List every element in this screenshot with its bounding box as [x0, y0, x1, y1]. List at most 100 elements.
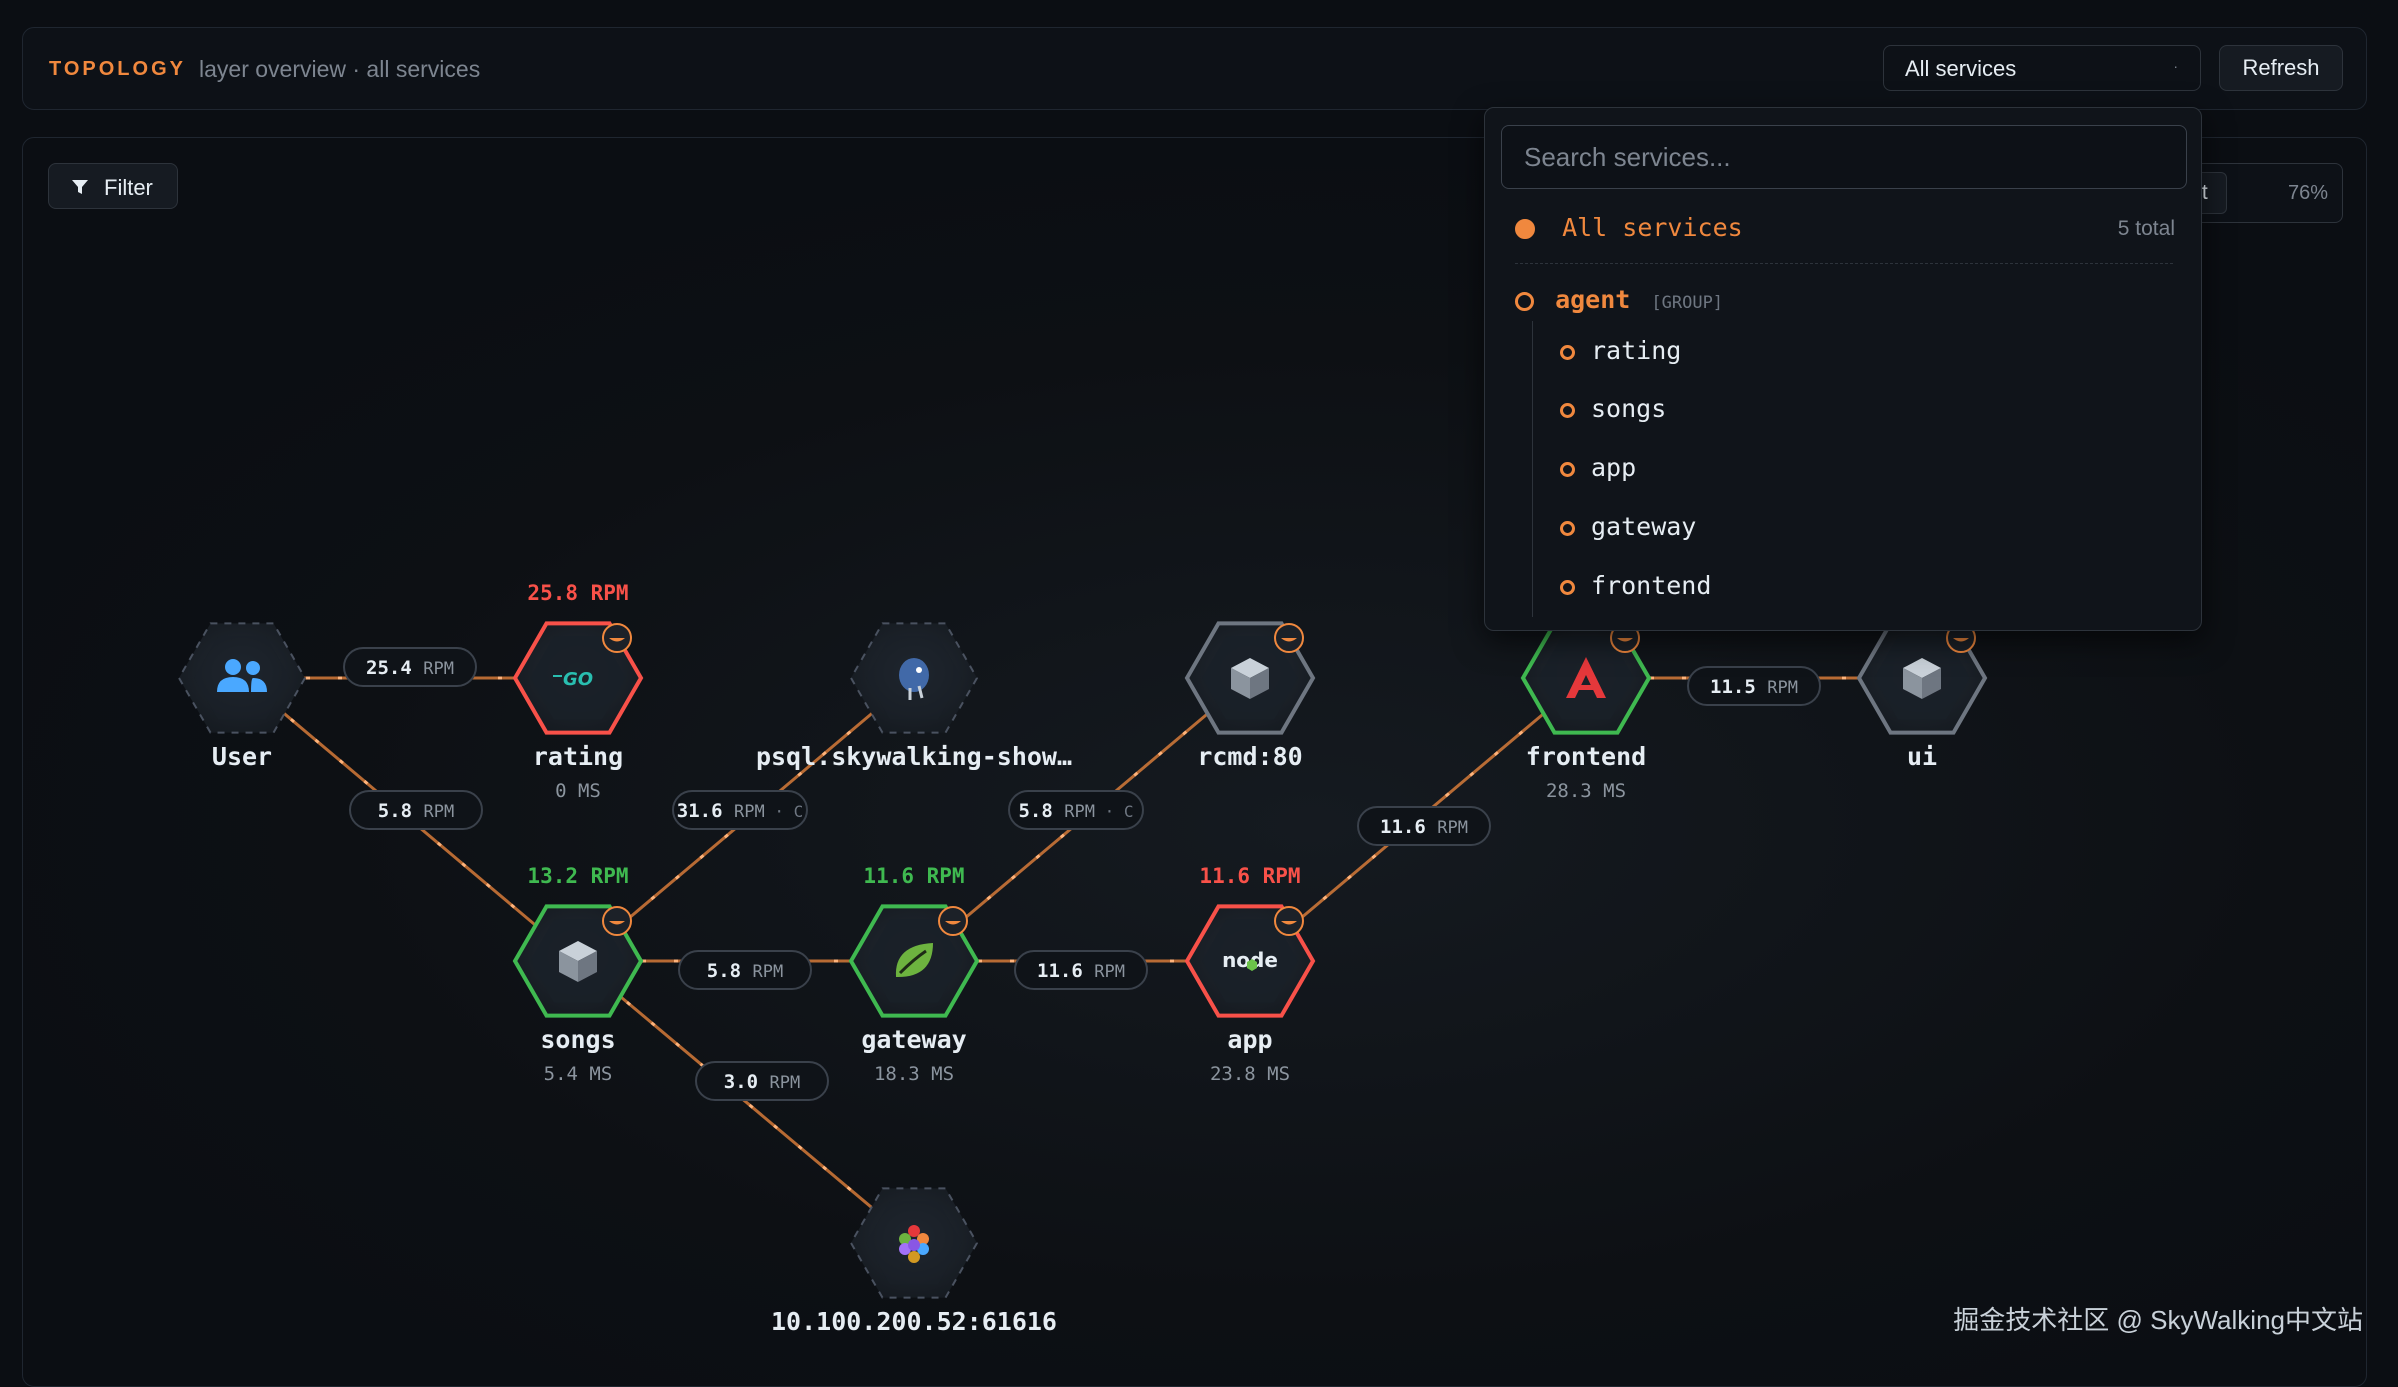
filter-button[interactable]: Filter [48, 163, 178, 209]
edge-label-pill [1687, 666, 1821, 706]
filter-icon [72, 180, 88, 194]
go-icon: GO [553, 669, 593, 690]
node-label: psql.skywalking-show… [756, 742, 1072, 771]
node-psql[interactable]: psql.skywalking-show… [756, 622, 1072, 771]
edge-label-text: 11.5 RPM [1710, 676, 1798, 698]
option-frontend[interactable]: frontend [1560, 571, 1711, 600]
cube-icon [559, 941, 597, 982]
option-label: songs [1591, 394, 1667, 423]
agent-badge-icon [938, 906, 968, 936]
edge-label-text: 11.6 RPM [1380, 816, 1468, 838]
option-app[interactable]: app [1560, 453, 1636, 482]
edge-label[interactable]: 5.8 RPM [349, 790, 483, 830]
edge-label-text: 5.8 RPM [378, 800, 454, 822]
radio-icon [1560, 520, 1575, 536]
edge-label-pill [349, 790, 483, 830]
option-all-services[interactable]: All services 5 total [1515, 213, 2175, 242]
node-latency: 28.3 MS [1546, 780, 1626, 802]
edge-songs-kafka[interactable] [577, 959, 915, 1245]
edge-line [577, 959, 915, 1245]
edge-label-pill [343, 647, 477, 687]
option-group-agent[interactable]: agent [GROUP] [1515, 285, 1723, 314]
node-rpm: 11.6 RPM [863, 864, 964, 888]
edge-label-pill [1008, 790, 1144, 830]
node-frontend[interactable]: frontend 28.3 MS [1520, 621, 1652, 802]
agent-badge-icon [602, 623, 632, 653]
edge-label[interactable]: 31.6 RPM · C [672, 790, 808, 830]
option-songs[interactable]: songs [1560, 394, 1666, 423]
nodejs-icon: node [1222, 948, 1278, 972]
cube-icon [1231, 658, 1269, 699]
node-label: 10.100.200.52:61616 [771, 1307, 1057, 1336]
agent-badge-icon [1274, 623, 1304, 653]
node-inner [1538, 636, 1634, 720]
broker-icon [899, 1225, 929, 1263]
node-label: User [212, 742, 272, 771]
node-inner [194, 636, 290, 720]
filter-label: Filter [104, 175, 153, 200]
option-rating[interactable]: rating [1560, 336, 1681, 365]
agent-badge-icon [1274, 906, 1304, 936]
radio-icon [1515, 291, 1534, 311]
node-kafka[interactable]: 10.100.200.52:61616 [771, 1187, 1057, 1336]
group-tag: [GROUP] [1651, 293, 1724, 313]
node-rpm: 13.2 RPM [527, 864, 628, 888]
agent-badge-icon [602, 906, 632, 936]
node-ui[interactable]: ui [1856, 621, 1988, 771]
node-label: frontend [1526, 742, 1646, 771]
edge-label-text: 31.6 RPM · C [677, 800, 803, 822]
radio-icon [1560, 579, 1575, 595]
edge-label-pill [678, 950, 812, 990]
divider [1515, 263, 2173, 264]
node-label: app [1227, 1025, 1272, 1054]
radio-icon [1560, 402, 1575, 418]
edge-label-text: 5.8 RPM · C [1018, 800, 1133, 822]
refresh-button[interactable]: Refresh [2219, 45, 2343, 91]
node-latency: 0 MS [555, 780, 601, 802]
option-label: gateway [1591, 512, 1697, 541]
node-label: gateway [861, 1025, 966, 1054]
edge-label[interactable]: 3.0 RPM [695, 1061, 829, 1101]
node-rpm: 11.6 RPM [1199, 864, 1300, 888]
group-name: agent [1555, 285, 1631, 314]
edge-label[interactable]: 11.6 RPM [1357, 806, 1491, 846]
edge-label-text: 25.4 RPM [366, 657, 454, 679]
edge-label-text: 11.6 RPM [1037, 960, 1125, 982]
edge-labels: 25.4 RPM 5.8 RPM 31.6 RPM · C 5.8 RPM 3.0 RP… [343, 647, 1821, 1101]
edge-label[interactable]: 11.6 RPM [1014, 950, 1148, 990]
service-select-value: All services [1905, 56, 2017, 81]
spring-icon [895, 943, 933, 978]
radio-icon [1560, 461, 1575, 477]
option-label: app [1591, 453, 1637, 482]
page-title: TOPOLOGY [49, 58, 186, 80]
node-inner [530, 636, 626, 720]
edge-label[interactable]: 5.8 RPM [678, 950, 812, 990]
cube-icon [1903, 658, 1941, 699]
page-subtitle: layer overview · all services [199, 56, 481, 82]
angular-icon [1566, 657, 1606, 698]
edge-label[interactable]: 5.8 RPM · C [1008, 790, 1144, 830]
node-label: rcmd:80 [1197, 742, 1302, 771]
edge-label-pill [695, 1061, 829, 1101]
tree-line [1532, 321, 1533, 617]
edge-label[interactable]: 11.5 RPM [1687, 666, 1821, 706]
edge-label-pill [672, 790, 808, 830]
total-count: 5 total [2117, 217, 2175, 240]
node-rcmd[interactable]: rcmd:80 [1184, 621, 1316, 771]
service-select[interactable]: All services · [1883, 45, 2201, 91]
postgresql-icon [899, 658, 929, 700]
radio-icon [1560, 344, 1575, 360]
edge-label[interactable]: 25.4 RPM [343, 647, 477, 687]
node-user[interactable]: User [177, 622, 307, 771]
node-rpm: 25.8 RPM [527, 581, 628, 605]
agent-badge-icon [1946, 623, 1976, 653]
service-search-input[interactable] [1501, 125, 2187, 189]
option-gateway[interactable]: gateway [1560, 512, 1696, 541]
edge-label-text: 5.8 RPM [707, 960, 783, 982]
